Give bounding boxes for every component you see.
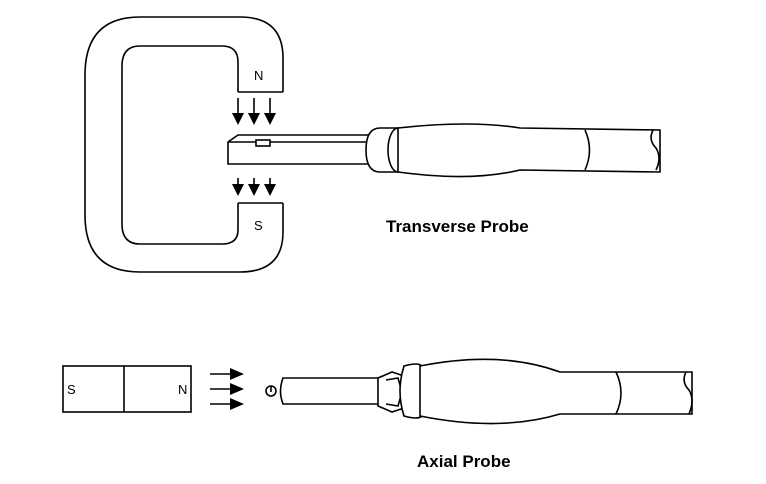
- hall-sensor-element: [255, 139, 271, 147]
- axial-probe-stem: [279, 377, 389, 405]
- axial-probe-figure: S N Axial Pr: [62, 358, 693, 471]
- transverse-probe-handle: [397, 123, 661, 178]
- transverse-probe-blade: [227, 134, 383, 165]
- axial-probe-caption: Axial Probe: [417, 452, 511, 471]
- horseshoe-magnet-inner: [121, 45, 239, 245]
- transverse-probe-caption: Transverse Probe: [386, 217, 529, 236]
- axial-probe-handle: [419, 358, 693, 425]
- field-arrows-axial: [210, 368, 244, 410]
- field-arrows-bottom: [232, 178, 276, 196]
- north-pole-label: N: [254, 68, 263, 83]
- axial-probe: [265, 358, 693, 425]
- bar-magnet-north-label: N: [178, 382, 187, 397]
- horseshoe-magnet: N S: [84, 16, 284, 273]
- bar-magnet-south-label: S: [67, 382, 76, 397]
- field-arrows-top: [232, 98, 276, 125]
- bar-magnet-body: [62, 365, 192, 413]
- south-pole-label: S: [254, 218, 263, 233]
- transverse-probe-figure: N S: [84, 16, 661, 273]
- axial-probe-ferrule: [399, 363, 423, 419]
- transverse-probe: [227, 123, 661, 178]
- horseshoe-magnet-outer: [84, 16, 284, 273]
- bar-magnet: S N: [62, 365, 192, 413]
